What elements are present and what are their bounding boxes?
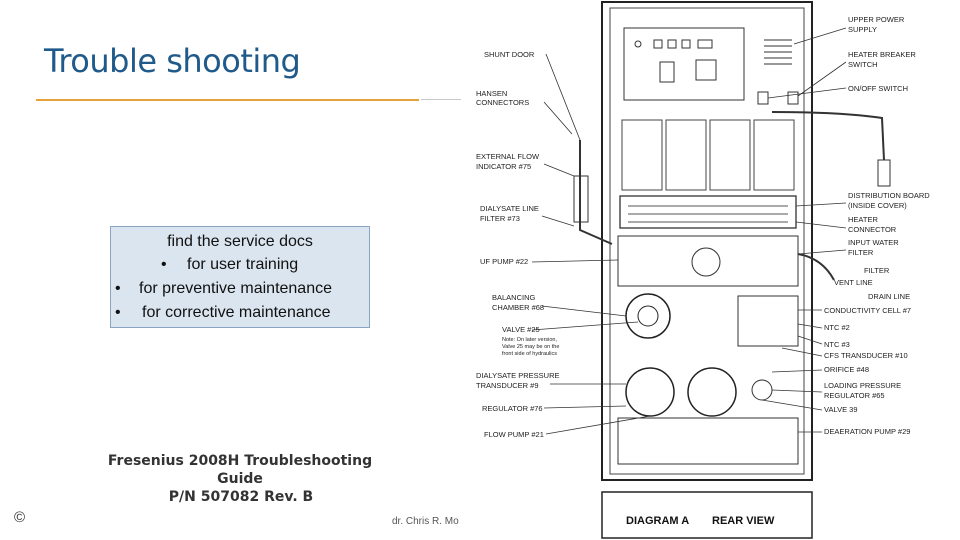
title-underline-extension (421, 99, 461, 100)
label-cfs-transducer: CFS TRANSDUCER #10 (824, 351, 908, 360)
list-item: •for preventive maintenance (115, 280, 332, 297)
label-ntc-3: NTC #3 (824, 340, 850, 349)
label-hansen: HANSEN (476, 89, 507, 98)
label-ntc-2: NTC #2 (824, 323, 850, 332)
label-external-flow-2: INDICATOR #75 (476, 162, 531, 171)
label-heater-breaker-2: SWITCH (848, 60, 878, 69)
label-filter: FILTER (864, 266, 890, 275)
label-dialysate-line-2: FILTER #73 (480, 214, 520, 223)
diagram-caption-label: DIAGRAM A (626, 515, 689, 527)
label-distribution-board: DISTRIBUTION BOARD (848, 191, 930, 200)
list-item: •for corrective maintenance (115, 304, 331, 321)
label-conductivity-cell: CONDUCTIVITY CELL #7 (824, 306, 911, 315)
label-deaeration-pump: DEAERATION PUMP #29 (824, 427, 910, 436)
info-box-heading: find the service docs (167, 233, 313, 250)
footer-author: dr. Chris R. Mo (392, 516, 459, 527)
valve-note-2: Valve 25 may be on the (502, 344, 559, 350)
label-heater-connector: HEATER (848, 215, 878, 224)
label-flow-pump: FLOW PUMP #21 (484, 430, 544, 439)
label-loading-pressure-2: REGULATOR #65 (824, 391, 885, 400)
label-loading-pressure: LOADING PRESSURE (824, 381, 901, 390)
valve-note-3: front side of hydraulics (502, 351, 557, 357)
left-labels: SHUNT DOOR HANSEN CONNECTORS EXTERNAL FL… (476, 50, 560, 439)
diagram-caption-view: REAR VIEW (712, 515, 775, 527)
label-distribution-board-2: (INSIDE COVER) (848, 201, 907, 210)
label-dialysate-pressure: DIALYSATE PRESSURE (476, 371, 560, 380)
label-valve-25: VALVE #25 (502, 325, 540, 334)
label-heater-connector-2: CONNECTOR (848, 225, 897, 234)
label-hansen-2: CONNECTORS (476, 98, 529, 107)
footer-copyright: © (14, 509, 26, 526)
label-vent-line: VENT LINE (834, 278, 873, 287)
label-balancing: BALANCING (492, 293, 536, 302)
label-orifice: ORIFICE #48 (824, 365, 869, 374)
label-external-flow: EXTERNAL FLOW (476, 152, 540, 161)
label-regulator-76: REGULATOR #76 (482, 404, 543, 413)
slide-title: Trouble shooting (44, 42, 301, 80)
label-on-off-switch: ON/OFF SWITCH (848, 84, 908, 93)
label-heater-breaker: HEATER BREAKER (848, 50, 916, 59)
label-input-water-2: FILTER (848, 248, 874, 257)
label-dialysate-line: DIALYSATE LINE (480, 204, 539, 213)
list-item: •for user training (161, 256, 299, 273)
title-underline (36, 99, 419, 101)
guide-title: Fresenius 2008H Troubleshooting Guide (107, 453, 373, 487)
label-dialysate-pressure-2: TRANSDUCER #9 (476, 381, 539, 390)
label-input-water: INPUT WATER (848, 238, 899, 247)
label-drain-line: DRAIN LINE (868, 292, 910, 301)
info-box: find the service docs •for user training… (110, 226, 370, 328)
label-uf-pump: UF PUMP #22 (480, 257, 528, 266)
label-balancing-2: CHAMBER #68 (492, 303, 544, 312)
label-upper-power: UPPER POWER (848, 15, 905, 24)
label-shunt-door: SHUNT DOOR (484, 50, 535, 59)
machine-rear-view-diagram: DIAGRAM A REAR VIEW SHUNT DOOR HANSEN CO… (476, 1, 930, 539)
guide-reference: Fresenius 2008H Troubleshooting Guide P/… (90, 452, 390, 506)
label-upper-power-2: SUPPLY (848, 25, 877, 34)
right-labels: UPPER POWER SUPPLY HEATER BREAKER SWITCH… (824, 15, 930, 436)
info-box-list: •for user training •for preventive maint… (111, 253, 369, 325)
label-valve-39: VALVE 39 (824, 405, 858, 414)
guide-part-number: P/N 507082 Rev. B (168, 489, 314, 505)
valve-note-1: Note: On later version, (502, 337, 557, 343)
